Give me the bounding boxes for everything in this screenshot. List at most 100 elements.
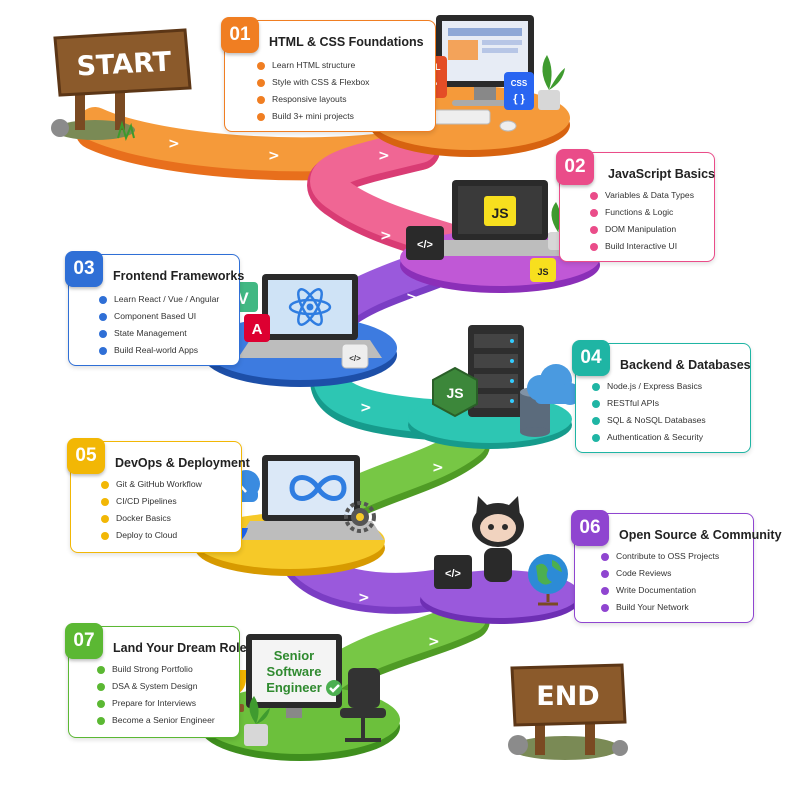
senior-line-1: Senior <box>274 648 314 663</box>
step-card-6: 06 Open Source & Community Contribute to… <box>571 510 782 623</box>
list-item: Learn React / Vue / Angular <box>99 291 219 308</box>
list-item: Build Interactive UI <box>590 238 694 255</box>
step-card-7: 07 Land Your Dream Role Build Strong Por… <box>65 623 247 738</box>
globe-icon <box>528 554 568 606</box>
road-segments: >>> >> >> >> <box>75 107 490 700</box>
svg-text:>: > <box>406 290 418 306</box>
check-icon <box>326 680 342 696</box>
senior-line-3: Engineer <box>266 680 322 695</box>
step-badge: 03 <box>65 251 103 287</box>
svg-text:>: > <box>428 634 440 650</box>
plant-pot <box>538 90 560 110</box>
list-item: Build Strong Portfolio <box>97 661 215 678</box>
step-card-5: 05 DevOps & Deployment Git & GitHub Work… <box>67 438 250 553</box>
list-item: DOM Manipulation <box>590 221 694 238</box>
step-title: Open Source & Community <box>619 528 782 542</box>
end-label: END <box>536 681 599 712</box>
step-items: Node.js / Express Basics RESTful APIs SQ… <box>592 378 706 446</box>
step4-illustration: JS <box>432 325 581 437</box>
svg-text:>: > <box>432 460 444 476</box>
list-item: Style with CSS & Flexbox <box>257 74 369 91</box>
list-item: Component Based UI <box>99 308 219 325</box>
list-item: Build Your Network <box>601 599 719 616</box>
list-item: Node.js / Express Basics <box>592 378 706 395</box>
step-items: Git & GitHub Workflow CI/CD Pipelines Do… <box>101 476 202 544</box>
svg-text:>: > <box>168 136 180 152</box>
svg-text:</>: </> <box>417 239 433 251</box>
angular-icon: A <box>244 314 270 342</box>
list-item: Prepare for Interviews <box>97 695 215 712</box>
step-badge: 05 <box>67 438 105 474</box>
svg-text:V: V <box>237 289 249 308</box>
step-items: Learn React / Vue / Angular Component Ba… <box>99 291 219 359</box>
list-item: Responsive layouts <box>257 91 369 108</box>
infinity-icon <box>289 475 347 501</box>
server-icon <box>468 325 524 417</box>
step-badge: 07 <box>65 623 103 659</box>
svg-text:>: > <box>268 148 280 164</box>
step-badge: 02 <box>556 149 594 185</box>
js-icon: JS <box>484 196 516 226</box>
end-sign: END <box>508 663 628 760</box>
list-item: Learn HTML structure <box>257 57 369 74</box>
step-items: Build Strong Portfolio DSA & System Desi… <box>97 661 215 729</box>
step-title: Land Your Dream Role <box>113 641 247 655</box>
list-item: Functions & Logic <box>590 204 694 221</box>
step-title: Backend & Databases <box>620 358 751 372</box>
step-badge: 01 <box>221 17 259 53</box>
step-title: JavaScript Basics <box>608 167 716 181</box>
step-items: Learn HTML structure Style with CSS & Fl… <box>257 57 369 125</box>
step6-illustration: </> <box>434 496 568 606</box>
list-item: Git & GitHub Workflow <box>101 476 202 493</box>
step-badge: 04 <box>572 340 610 376</box>
list-item: State Management <box>99 325 219 342</box>
svg-text:JS: JS <box>446 385 463 401</box>
react-icon <box>288 288 332 326</box>
css-icon: CSS { } <box>504 72 534 110</box>
list-item: Variables & Data Types <box>590 187 694 204</box>
list-item: Code Reviews <box>601 565 719 582</box>
start-sign: START <box>51 28 192 142</box>
list-item: Build Real-world Apps <box>99 342 219 359</box>
step-badge: 06 <box>571 510 609 546</box>
step-card-4: 04 Backend & Databases Node.js / Express… <box>572 340 751 453</box>
step-card-3: 03 Frontend Frameworks Learn React / Vue… <box>65 251 244 366</box>
nodejs-icon: JS <box>432 366 478 418</box>
list-item: DSA & System Design <box>97 678 215 695</box>
step-items: Variables & Data Types Functions & Logic… <box>590 187 694 255</box>
list-item: Become a Senior Engineer <box>97 712 215 729</box>
code-tag-card <box>434 555 472 589</box>
svg-text:>: > <box>380 228 392 244</box>
svg-text:>: > <box>360 400 372 416</box>
office-chair-icon <box>340 668 386 742</box>
list-item: Docker Basics <box>101 510 202 527</box>
list-item: SQL & NoSQL Databases <box>592 412 706 429</box>
step-items: Contribute to OSS Projects Code Reviews … <box>601 548 719 616</box>
coffee-mug <box>341 343 369 369</box>
step-title: DevOps & Deployment <box>115 456 250 470</box>
step2-illustration: JS </> JS <box>406 180 572 282</box>
code-tag-card <box>406 226 444 260</box>
list-item: RESTful APIs <box>592 395 706 412</box>
js-mug <box>530 258 556 282</box>
mouse <box>499 120 517 132</box>
svg-text:</>: </> <box>445 568 461 580</box>
list-item: Contribute to OSS Projects <box>601 548 719 565</box>
list-item: Deploy to Cloud <box>101 527 202 544</box>
svg-text:JS: JS <box>537 267 548 277</box>
senior-line-2: Software <box>267 664 322 679</box>
step3-illustration: V A </> <box>212 274 382 369</box>
start-label: START <box>76 47 173 83</box>
step-title: Frontend Frameworks <box>113 269 245 283</box>
svg-text:</>: </> <box>349 354 361 363</box>
step-card-1: 01 HTML & CSS Foundations Learn HTML str… <box>221 17 436 132</box>
svg-text:>: > <box>378 148 390 164</box>
list-item: Write Documentation <box>601 582 719 599</box>
step-card-2: 02 JavaScript Basics Variables & Data Ty… <box>556 149 716 262</box>
step-title: HTML & CSS Foundations <box>269 35 424 49</box>
gear-icon <box>344 501 376 533</box>
list-item: Build 3+ mini projects <box>257 108 369 125</box>
svg-text:{ }: { } <box>513 93 525 105</box>
svg-text:JS: JS <box>491 205 508 221</box>
list-item: CI/CD Pipelines <box>101 493 202 510</box>
